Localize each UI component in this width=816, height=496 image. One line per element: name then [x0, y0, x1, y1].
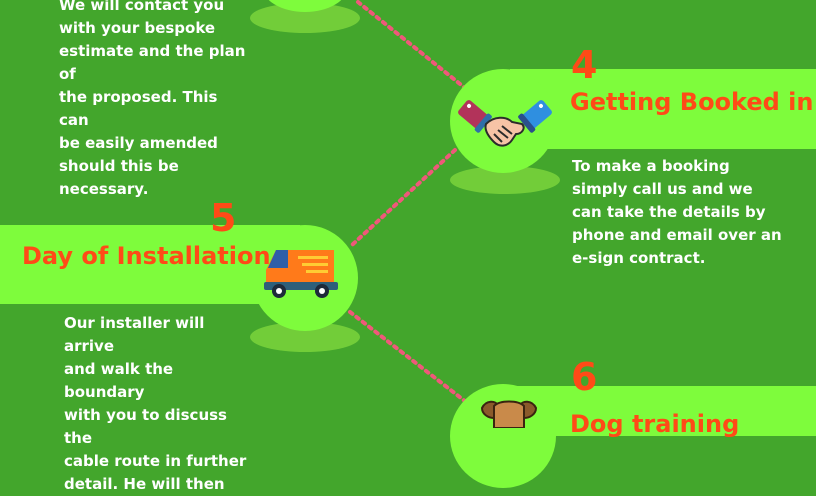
step-4-title: Getting Booked in — [570, 88, 814, 116]
step-4-number: 4 — [571, 43, 598, 87]
van-icon — [264, 250, 338, 298]
step-4-description: To make a booking simply call us and we … — [572, 157, 782, 267]
step-6-number: 6 — [571, 355, 598, 399]
step-5-banner — [0, 225, 300, 304]
step-5-title: Day of Installation — [22, 242, 271, 270]
dog-icon — [480, 400, 538, 428]
step-connectors — [348, 0, 472, 407]
step-5-description: Our installer will arrive and walk the b… — [64, 314, 247, 493]
step-3-description: We will contact you with your bespoke es… — [59, 0, 246, 198]
step-5-number: 5 — [210, 196, 237, 240]
step-6-title: Dog training — [570, 410, 740, 438]
handshake-icon — [458, 100, 552, 147]
step-4-banner — [510, 69, 816, 149]
